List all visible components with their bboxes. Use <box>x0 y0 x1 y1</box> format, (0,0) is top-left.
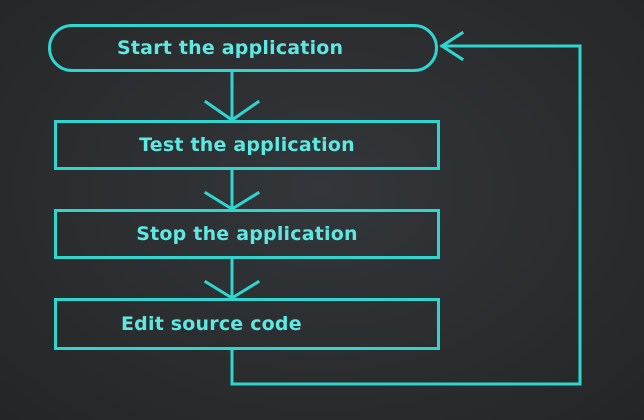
edit-source-code-label: Edit source code <box>121 313 302 335</box>
arrow-stop-to-edit <box>203 257 261 300</box>
start-application-node: Start the application <box>48 24 438 72</box>
stop-application-node: Stop the application <box>54 209 440 259</box>
edit-source-code-node: Edit source code <box>54 298 440 350</box>
arrow-loop-back-to-start <box>230 30 582 386</box>
start-application-label: Start the application <box>117 37 344 59</box>
arrow-test-to-stop <box>203 168 261 211</box>
stop-application-label: Stop the application <box>136 223 358 245</box>
test-application-label: Test the application <box>139 134 355 156</box>
test-application-node: Test the application <box>54 120 440 170</box>
arrow-start-to-test <box>203 70 261 122</box>
